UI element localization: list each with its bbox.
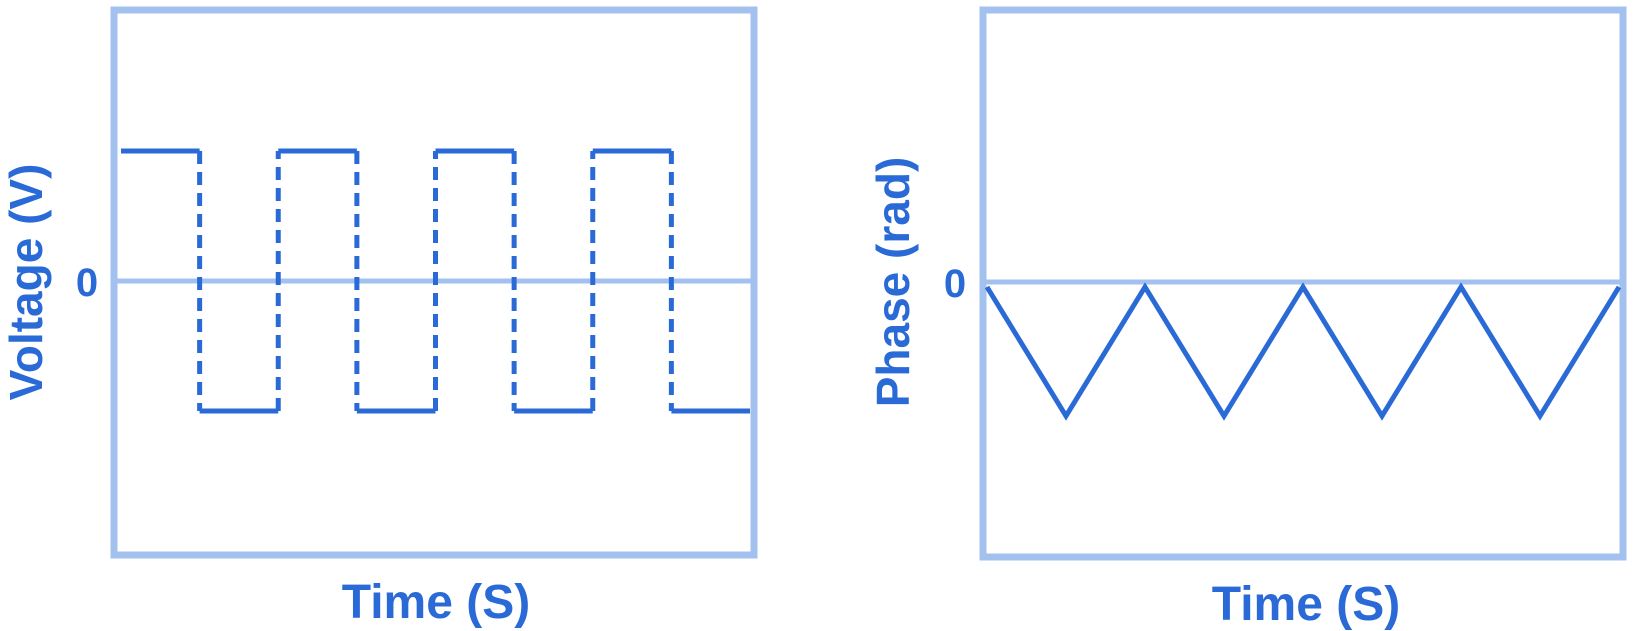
- voltage-x-axis-label: Time (S): [342, 576, 530, 629]
- phase-triangle-line: [984, 282, 1622, 421]
- voltage-chart: 0 Voltage (V) Time (S): [0, 6, 758, 629]
- phase-x-axis-label: Time (S): [1212, 578, 1400, 631]
- phase-zero-tick-label: 0: [944, 262, 966, 306]
- phase-y-axis-label: Phase (rad): [867, 157, 919, 408]
- phase-signal: [984, 282, 1622, 421]
- phase-chart: 0 Phase (rad) Time (S): [867, 6, 1627, 631]
- voltage-zero-tick-label: 0: [76, 261, 98, 305]
- voltage-y-axis-label: Voltage (V): [0, 164, 52, 401]
- voltage-signal: [121, 148, 750, 414]
